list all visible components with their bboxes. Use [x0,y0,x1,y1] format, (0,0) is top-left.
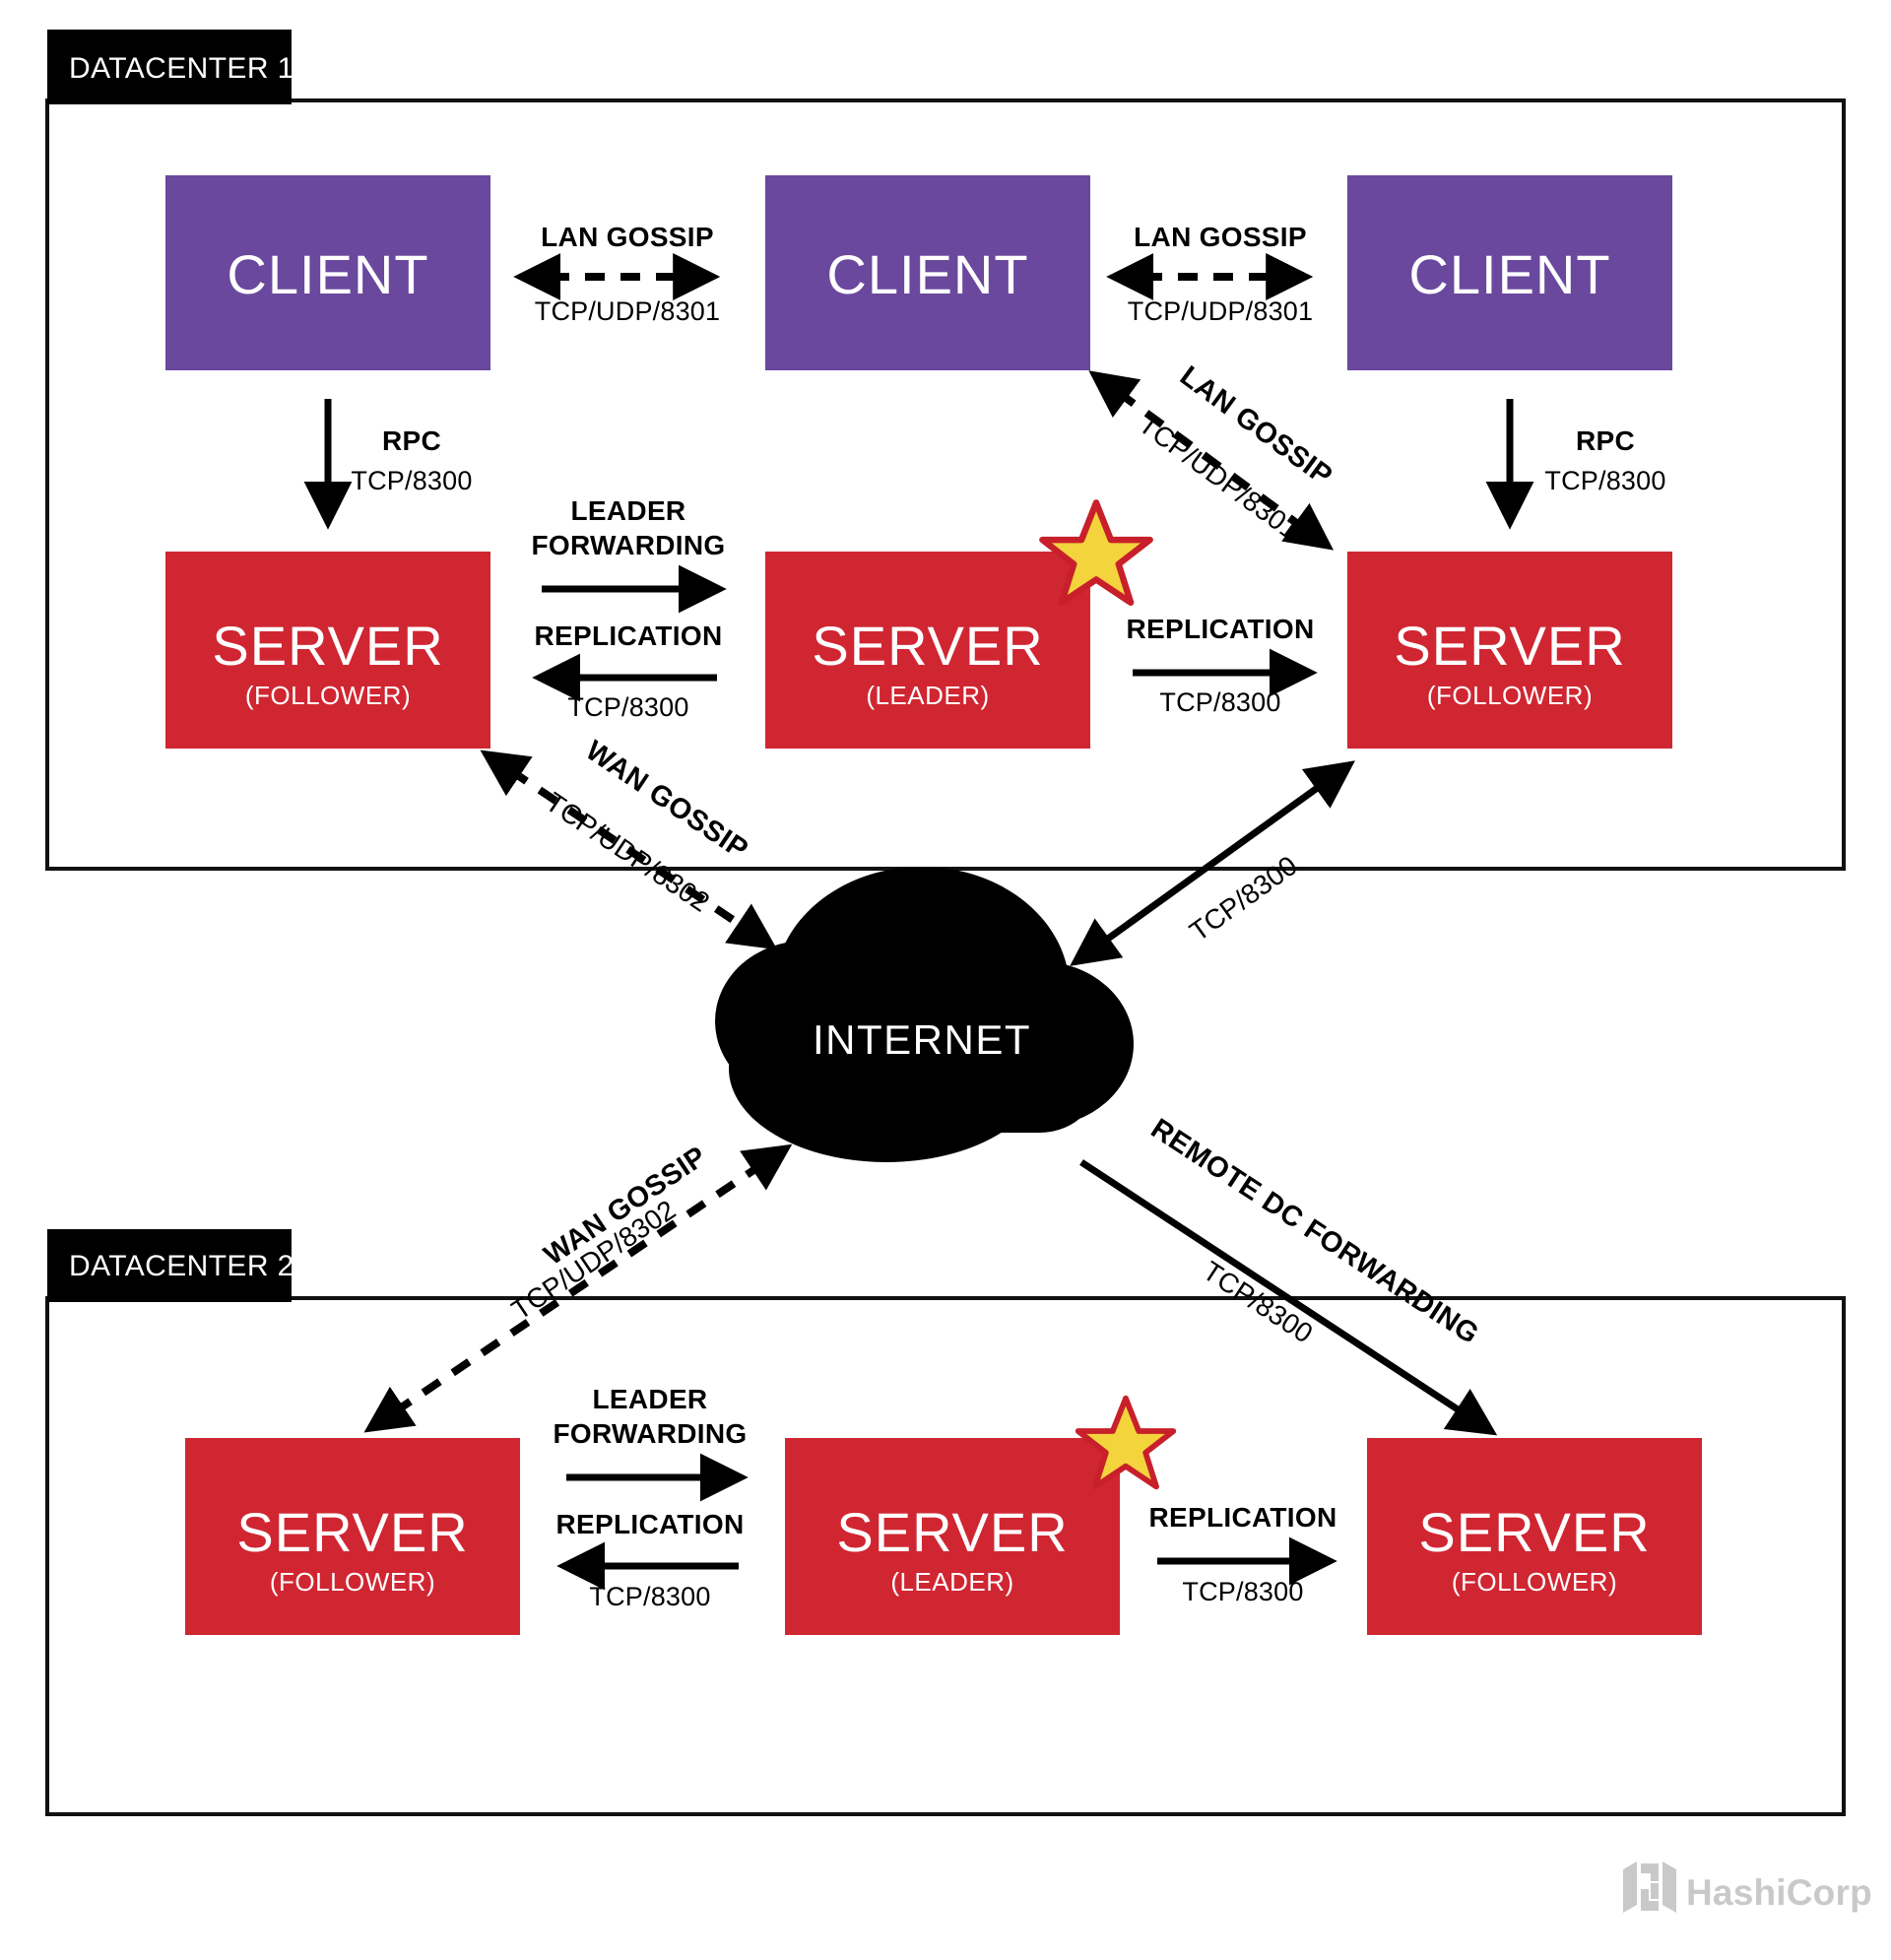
dc1-server-3-label: SERVER [1394,615,1625,677]
edge-dc1-server3-internet-rpc: TCP/8300 [1070,760,1355,966]
edge-dc1-client3-server3-rpc: RPC TCP/8300 [1485,399,1665,530]
dc2-server-3-role: (FOLLOWER) [1452,1567,1617,1597]
edge-line [480,750,778,950]
edge-label-title: RPC [1576,425,1635,456]
dc1-server-1-role: (FOLLOWER) [245,681,411,710]
dc1-client-2-box[interactable] [765,175,1090,370]
edge-label-port: TCP/8300 [1184,850,1302,947]
edge-label-title: LAN GOSSIP [1134,222,1307,252]
edge-label-title: REPLICATION [1126,614,1314,644]
edge-dc1-client1-server1-rpc: RPC TCP/8300 [303,399,472,530]
internet-cloud-shape [715,867,1134,1162]
edge-line [1079,1159,1498,1436]
edge-label-title: RPC [382,425,441,456]
edge-line [363,1143,793,1433]
dc1-client-1[interactable]: CLIENT [165,175,490,370]
dc2-server-1-box[interactable] [185,1438,520,1635]
edge-label-port: TCP/8300 [351,466,472,495]
edge-label-title: REPLICATION [1148,1502,1337,1533]
edge-label-port: TCP/UDP/8301 [535,296,720,326]
edge-dc2-server2-server3-replication: REPLICATION TCP/8300 [1148,1502,1337,1606]
dc1-client-3-box[interactable] [1347,175,1672,370]
edge-label-port: TCP/8300 [1159,687,1280,717]
dc1-server-1-label: SERVER [212,615,443,677]
dc1-server-3-box[interactable] [1347,552,1672,749]
dc2-server-2-box[interactable] [785,1438,1120,1635]
dc1-server-2-label: SERVER [812,615,1043,677]
datacenter-1-tab [47,30,292,104]
edge-dc2-server2-server1-replication: REPLICATION TCP/8300 [555,1509,744,1611]
edge-dc2-server1-server2-leader-forwarding: LEADER FORWARDING [554,1384,749,1502]
edge-label-title: REPLICATION [534,621,722,651]
edge-dc1-server2-server1-replication: REPLICATION TCP/8300 [532,621,722,722]
dc2-server-1-role: (FOLLOWER) [270,1567,435,1597]
dc1-client-3[interactable]: CLIENT [1347,175,1672,370]
edge-label-port: TCP/8300 [589,1582,710,1611]
dc1-server-1-box[interactable] [165,552,490,749]
dc1-server-2[interactable]: SERVER (LEADER) [765,552,1090,749]
datacenter-2-frame [45,1296,1846,1816]
edge-label-title-line1: LEADER [571,495,686,526]
edge-line [1070,760,1355,966]
edge-dc2-internet-server1-wan-gossip: WAN GOSSIP TCP/UDP/8302 [363,1141,793,1433]
edge-dc1-server2-server3-replication: REPLICATION TCP/8300 [1126,614,1318,717]
dc1-server-3-role: (FOLLOWER) [1427,681,1593,710]
hashicorp-watermark-text: HashiCorp [1686,1872,1872,1913]
edge-label-title-line2: FORWARDING [554,1418,748,1449]
dc1-client-1-label: CLIENT [227,243,428,305]
internet-cloud: INTERNET [715,867,1134,1162]
dc2-server-3-label: SERVER [1418,1501,1650,1563]
dc2-server-2[interactable]: SERVER (LEADER) [785,1438,1120,1635]
datacenter-1-label: DATACENTER 1 [69,52,294,85]
edge-dc2-internet-server3-remote-dc-forwarding: REMOTE DC FORWARDING TCP/8300 [1079,1113,1498,1436]
edge-dc1-client3-server2-lan-gossip: LAN GOSSIP TCP/UDP/8301 [1088,360,1337,551]
dc2-server-1-label: SERVER [236,1501,468,1563]
dc1-server-2-box[interactable] [765,552,1090,749]
hashicorp-watermark: HashiCorp [1623,1862,1872,1913]
dc2-server-2-label: SERVER [836,1501,1068,1563]
edge-label-port: TCP/8300 [1544,466,1665,495]
hashicorp-logo-icon [1623,1862,1676,1913]
edge-dc1-server1-server2-leader-forwarding: LEADER FORWARDING [532,495,727,614]
dc1-client-2-label: CLIENT [826,243,1028,305]
internet-label: INTERNET [813,1016,1031,1063]
edge-label-title: LAN GOSSIP [541,222,714,252]
dc1-client-2[interactable]: CLIENT [765,175,1090,370]
dc1-server-2-role: (LEADER) [866,681,989,710]
edge-line [1088,370,1335,551]
dc1-server-3[interactable]: SERVER (FOLLOWER) [1347,552,1672,749]
dc2-server-2-role: (LEADER) [890,1567,1013,1597]
dc2-server-3-box[interactable] [1367,1438,1702,1635]
edge-label-title-line1: LEADER [593,1384,708,1414]
datacenter-2-group: DATACENTER 2 [45,1229,1846,1816]
datacenter-2-tab [47,1229,292,1302]
edge-label-port: TCP/8300 [1182,1577,1303,1606]
edge-dc1-client1-client2-lan-gossip: LAN GOSSIP TCP/UDP/8301 [513,222,721,326]
edge-dc1-client2-client3-lan-gossip: LAN GOSSIP TCP/UDP/8301 [1106,222,1314,326]
dc2-server-3[interactable]: SERVER (FOLLOWER) [1367,1438,1702,1635]
edge-dc1-server1-internet-wan-gossip: WAN GOSSIP TCP/UDP/8302 [480,735,778,950]
dc1-client-1-box[interactable] [165,175,490,370]
dc1-client-3-label: CLIENT [1408,243,1610,305]
dc1-server-1[interactable]: SERVER (FOLLOWER) [165,552,490,749]
edge-label-port: TCP/UDP/8301 [1128,296,1313,326]
edge-label-port: TCP/8300 [567,692,688,722]
datacenter-2-label: DATACENTER 2 [69,1250,294,1282]
dc2-leader-star-icon [1075,1395,1177,1490]
dc2-server-1[interactable]: SERVER (FOLLOWER) [185,1438,520,1635]
edge-label-title: REPLICATION [555,1509,744,1539]
edge-label-title-line2: FORWARDING [532,530,726,560]
